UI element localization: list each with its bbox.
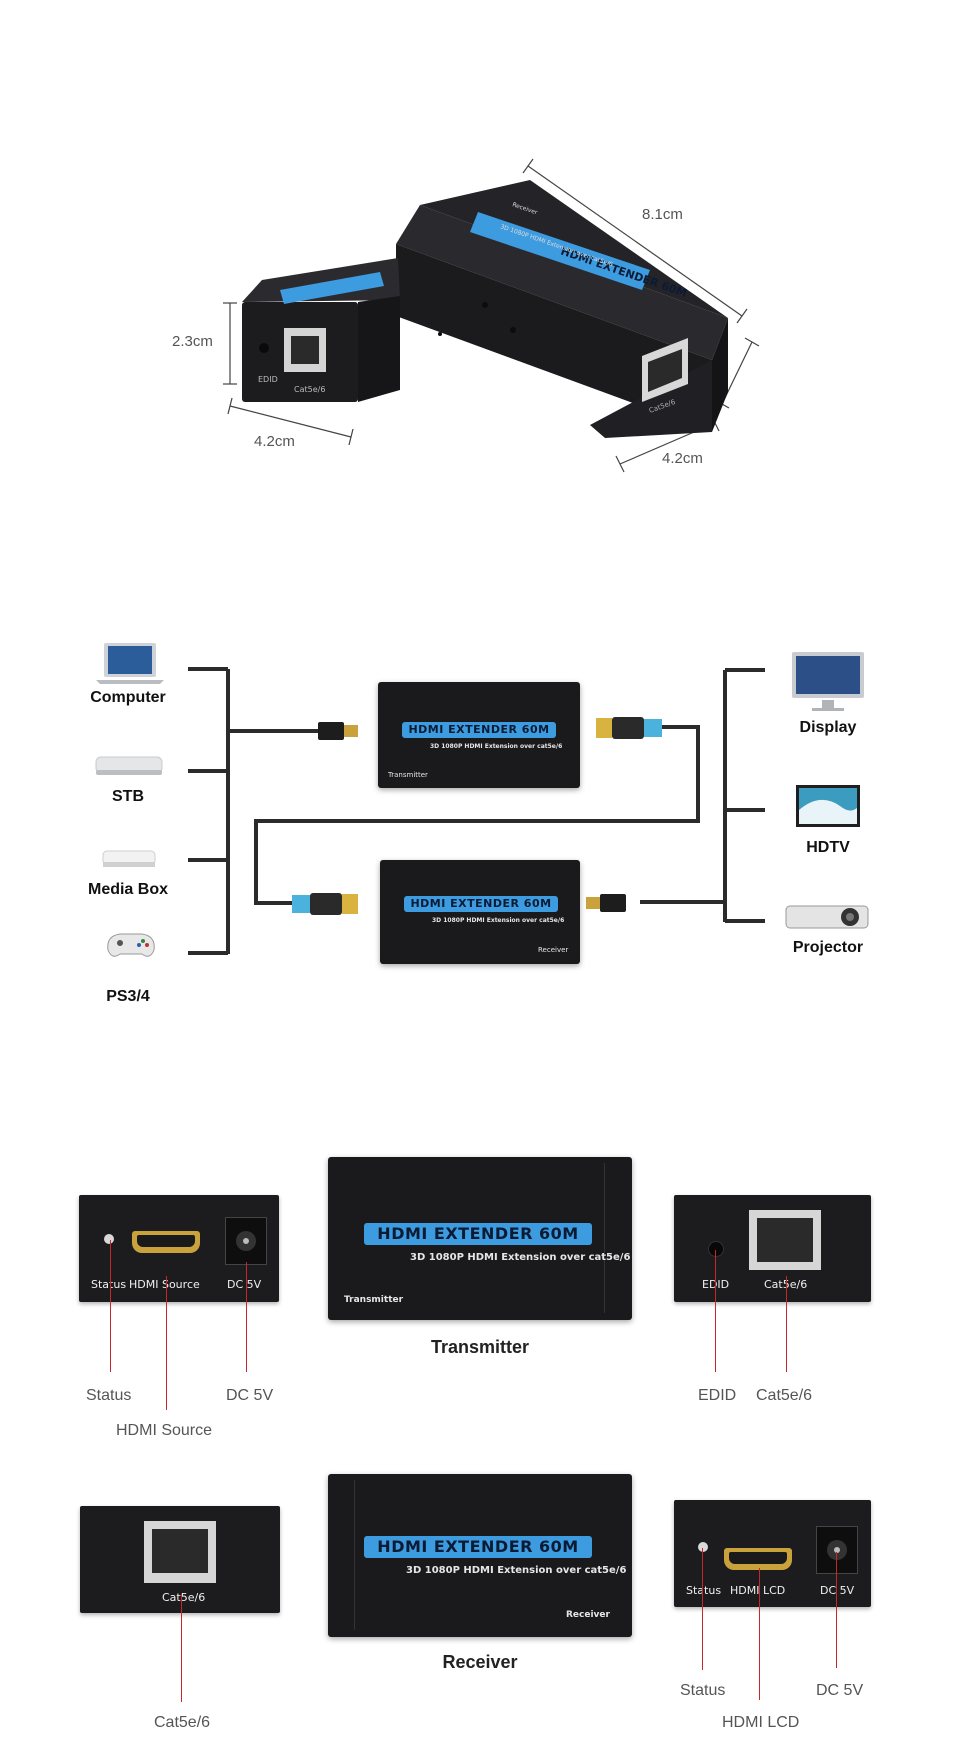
display-label-hdtv: HDTV (806, 839, 850, 856)
rx-panel-dc-label: DC 5V (820, 1584, 855, 1597)
rj45-port-icon (749, 1210, 821, 1270)
transmitter-unit: HDMI EXTENDER 60M 3D 1080P HDMI Extensio… (328, 1157, 632, 1320)
receiver-caption: Receiver (442, 1652, 518, 1672)
tx-callout-status: Status (86, 1387, 132, 1404)
status-led-icon (104, 1234, 114, 1244)
gamepad-icon (107, 933, 155, 957)
tx-input-panel: Status HDMI Source DC 5V (79, 1195, 279, 1302)
rx-rj45-port-icon (144, 1521, 216, 1583)
source-label-media-box: Media Box (87, 881, 168, 898)
tx-callout-dc: DC 5V (226, 1387, 274, 1404)
rj45-plug-tx (596, 717, 662, 739)
projector-icon (785, 905, 869, 929)
diagram-tx-sub: 3D 1080P HDMI Extension over cat5e/6 (430, 743, 563, 750)
rx-status-led-icon (698, 1542, 708, 1552)
front-width-dimension-line (229, 405, 352, 438)
receiver-unit-photo: HDMI EXTENDER 60M 3D 1080P HDMI Extensio… (396, 180, 728, 438)
edid-button-icon (708, 1241, 724, 1257)
rx-panel-port-label: Cat5e/6 (162, 1591, 206, 1604)
tv-icon (796, 785, 860, 827)
rx-hdmi-port-icon (724, 1548, 792, 1570)
diagram-rx-role: Receiver (538, 946, 569, 954)
hdmi-port-icon (132, 1231, 200, 1253)
rx-dc-callout-line (836, 1552, 837, 1668)
connection-diagram-lines (95, 643, 869, 957)
receiver-sub: 3D 1080P HDMI Extension over cat5e/6 (406, 1565, 627, 1576)
transmitter-caption: Transmitter (430, 1337, 530, 1357)
front-width-label: 4.2cm (254, 433, 295, 450)
rj45-plug-rx (292, 893, 358, 915)
source-label-stb: STB (112, 788, 144, 805)
rx-panel-hdmi-label: HDMI LCD (730, 1584, 786, 1597)
back-width-label: 4.2cm (662, 450, 703, 467)
tx-callout-edid: EDID (698, 1387, 737, 1404)
transmitter-unit-photo: EDID Cat5e/6 (242, 258, 442, 402)
display-label-display: Display (799, 719, 857, 736)
transmitter-role: Transmitter (344, 1295, 404, 1305)
tx-panel-status-label: Status (91, 1278, 127, 1291)
monitor-icon (792, 652, 864, 711)
length-label: 8.1cm (642, 206, 683, 223)
diagram-rx-title: HDMI EXTENDER 60M (404, 896, 558, 912)
hdmi-plug-tx (318, 722, 358, 740)
rx-cat-callout-line (181, 1594, 182, 1702)
receiver-unit: HDMI EXTENDER 60M 3D 1080P HDMI Extensio… (328, 1474, 632, 1637)
front-edid-button (259, 343, 269, 353)
tx-panel-port-label: Cat5e/6 (764, 1278, 807, 1291)
diagram-rx-sub: 3D 1080P HDMI Extension over cat5e/6 (432, 917, 565, 924)
display-label-projector: Projector (792, 939, 864, 956)
hdmi-plug-rx (586, 894, 626, 912)
cat-callout-line (786, 1276, 787, 1372)
front-port-label: Cat5e/6 (294, 385, 325, 394)
source-label-ps: PS3/4 (106, 988, 150, 1005)
hdmi-source-callout-line (166, 1276, 167, 1410)
tx-panel-hdmi-label: HDMI Source (129, 1278, 200, 1291)
rx-panel-status-label: Status (686, 1584, 722, 1597)
transmitter-title: HDMI EXTENDER 60M (364, 1223, 592, 1245)
product-photo: HDMI EXTENDER 60M 3D 1080P HDMI Extensio… (223, 158, 760, 473)
diagram-tx-title: HDMI EXTENDER 60M (402, 722, 556, 738)
status-callout-line (110, 1240, 111, 1372)
tx-output-panel: EDID Cat5e/6 (674, 1195, 871, 1302)
edid-callout-line (715, 1250, 716, 1372)
set-top-box-icon (95, 756, 163, 775)
rx-hdmi-callout-line (759, 1568, 760, 1700)
tx-callout-hdmi: HDMI Source (116, 1422, 213, 1439)
rx-status-callout-line (702, 1548, 703, 1670)
rx-dc-jack-icon (816, 1526, 858, 1574)
dc-callout-line (246, 1262, 247, 1372)
transmitter-sub: 3D 1080P HDMI Extension over cat5e/6 (410, 1252, 631, 1263)
laptop-icon (96, 643, 164, 684)
rx-callout-port: Cat5e/6 (154, 1714, 211, 1731)
rx-input-panel: Cat5e/6 (80, 1506, 280, 1613)
tx-callout-port: Cat5e/6 (756, 1387, 813, 1404)
front-edid-label: EDID (258, 375, 278, 384)
height-label: 2.3cm (172, 333, 213, 350)
dc-jack-icon (225, 1217, 267, 1265)
receiver-title: HDMI EXTENDER 60M (364, 1536, 592, 1558)
source-label-computer: Computer (90, 689, 166, 706)
tx-panel-dc-label: DC 5V (227, 1278, 262, 1291)
length-dimension-line (527, 165, 743, 317)
rx-callout-status: Status (680, 1682, 726, 1699)
rx-output-panel: Status HDMI LCD DC 5V (674, 1500, 871, 1607)
diagram-transmitter-unit: HDMI EXTENDER 60M 3D 1080P HDMI Extensio… (378, 682, 580, 788)
media-box-icon (102, 850, 156, 867)
receiver-role: Receiver (566, 1610, 610, 1620)
rx-callout-hdmi: HDMI LCD (722, 1714, 800, 1731)
diagram-tx-role: Transmitter (388, 771, 428, 779)
diagram-receiver-unit: HDMI EXTENDER 60M 3D 1080P HDMI Extensio… (380, 860, 580, 964)
rx-callout-dc: DC 5V (816, 1682, 864, 1699)
